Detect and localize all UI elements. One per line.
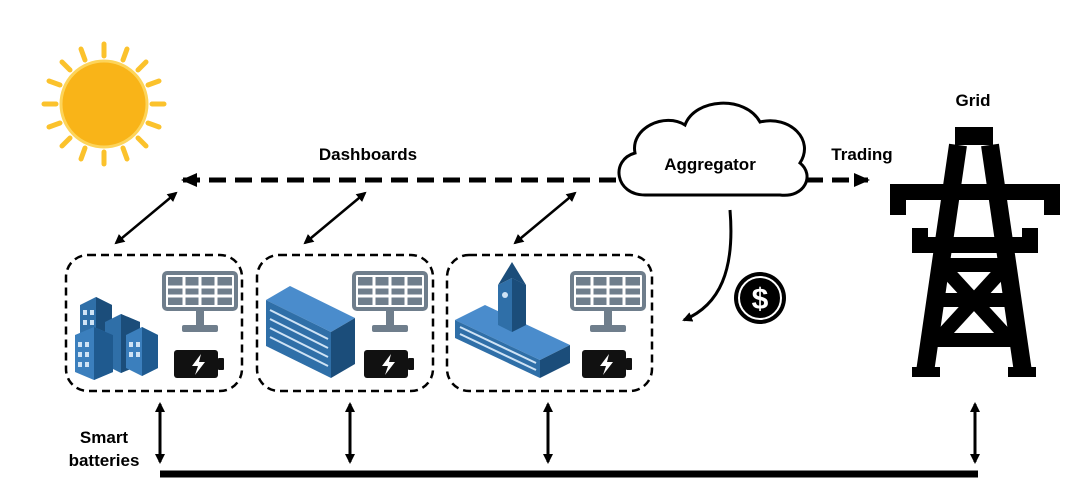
grid-label: Grid [956,91,991,110]
site-apartment-block [255,253,435,393]
solar-panel-icon [570,271,646,334]
dashboard-arrow-1 [114,191,178,245]
solar-panel-icon [162,271,238,334]
dashboard-arrow-2 [303,191,367,245]
dollar-icon: $ [734,272,786,324]
dashboards-label: Dashboards [319,145,417,164]
site-clock-tower-campus [445,253,654,393]
smart-batteries-label-line1: Smart [80,428,129,447]
solar-panel-icon [352,271,428,334]
dashboard-arrow-3 [513,191,577,245]
svg-text:$: $ [752,283,769,316]
apartment-building-icon [266,286,355,378]
office-buildings-icon [75,297,158,380]
transmission-tower-icon [890,127,1060,377]
battery-icon [364,350,414,378]
trading-label: Trading [831,145,892,164]
aggregator-label: Aggregator [664,155,756,174]
campus-building-icon [455,262,570,378]
site-office-cluster [64,253,244,393]
smart-batteries-label-line2: batteries [69,451,140,470]
aggregator-cloud: Aggregator [617,101,809,197]
battery-icon [174,350,224,378]
sun-icon [41,41,167,167]
payment-arrow [682,209,733,322]
battery-icon [582,350,632,378]
